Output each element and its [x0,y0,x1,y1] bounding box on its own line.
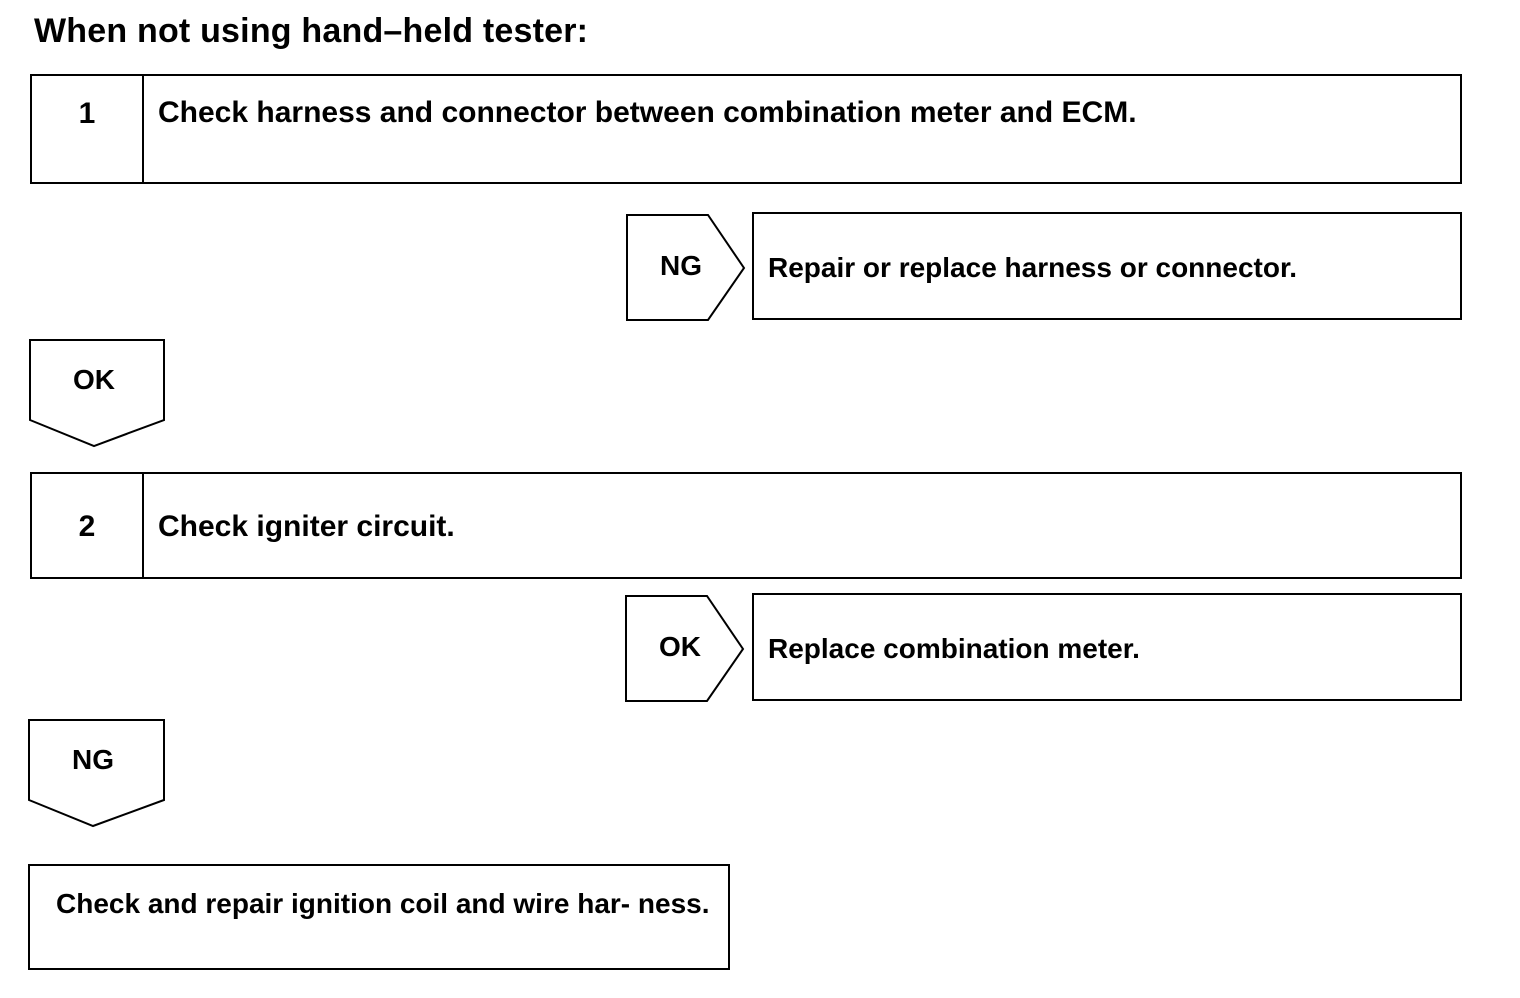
step-text: Check igniter circuit. [158,510,455,543]
step-2-down-label: NG [72,744,114,775]
page-title: When not using hand–held tester: [34,12,589,50]
right-arrow-tag [626,214,746,321]
down-arrow-tag [28,719,165,828]
step-2-box: 2 Check igniter circuit. [30,472,1462,579]
step-1-result-box: Repair or replace harness or connector. [752,212,1462,320]
final-action-box: Check and repair ignition coil and wire … [28,864,730,970]
step-1-down-label: OK [73,364,115,395]
step-2-result-box: Replace combination meter. [752,593,1462,701]
step-1-box: 1 Check harness and connector between co… [30,74,1462,184]
step-2-side-label: OK [659,631,701,662]
result-action: Replace combination meter. [768,633,1140,664]
step-text: Check harness and connector between comb… [158,96,1137,129]
final-action-text: Check and repair ignition coil and wire … [56,888,710,919]
step-number: 2 [32,474,144,577]
result-action: Repair or replace harness or connector. [768,252,1298,283]
right-arrow-tag [625,595,745,702]
step-1-side-label: NG [660,250,702,281]
step-number: 1 [32,76,144,182]
down-arrow-tag [29,339,165,448]
